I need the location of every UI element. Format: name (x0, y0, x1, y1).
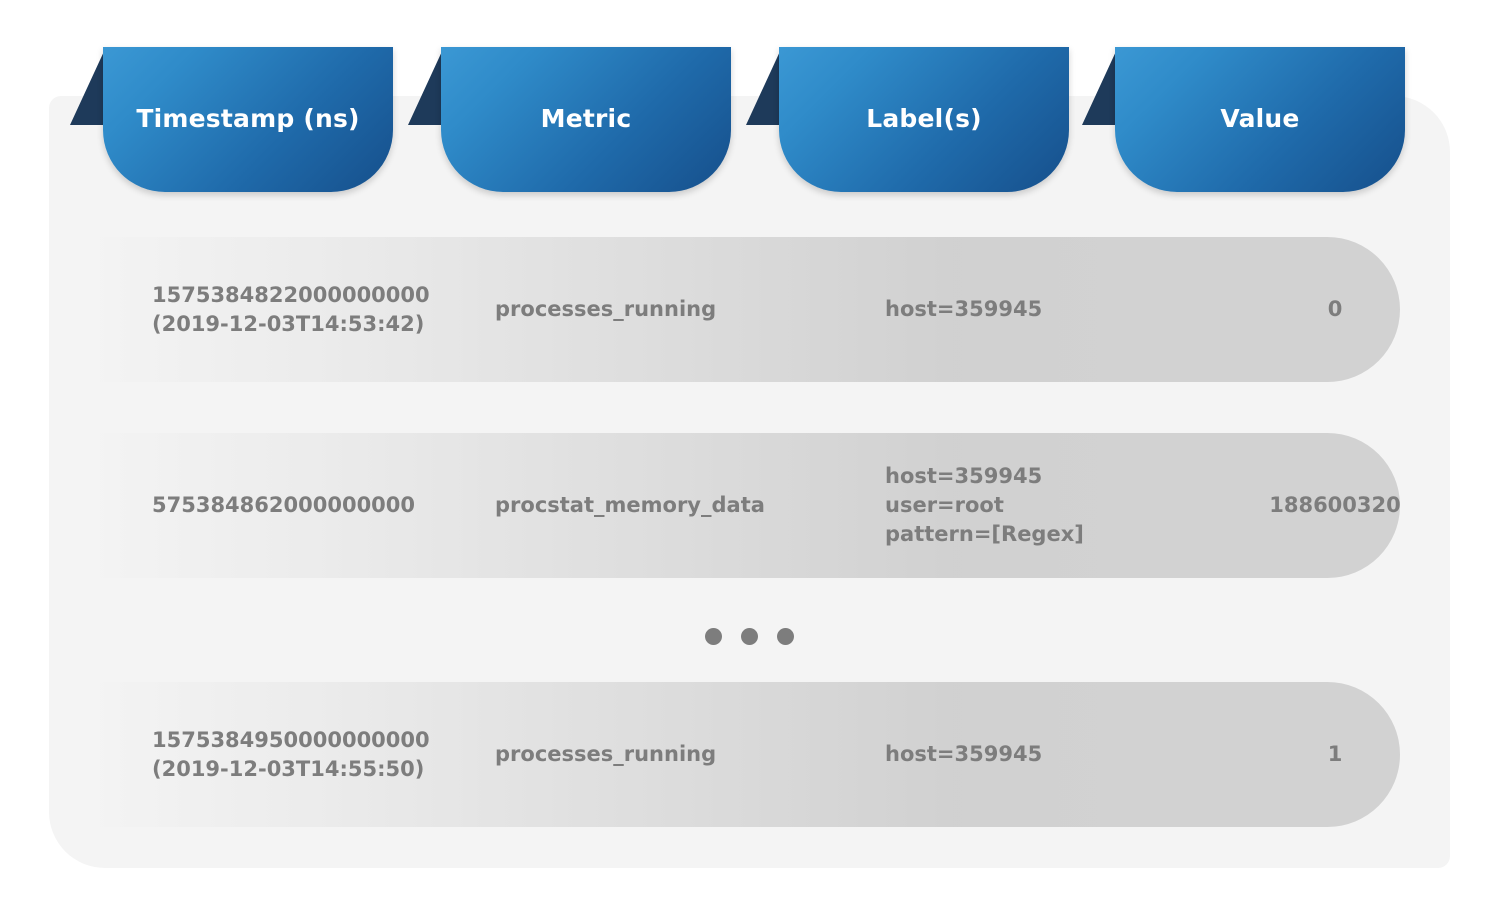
cell-labels: host=359945 (885, 742, 1043, 767)
cell-timestamp: 575384862000000000 (152, 493, 416, 518)
cell-labels: host=359945 (885, 297, 1043, 322)
column-header-metric[interactable]: Metric (441, 47, 731, 192)
cell-value: 1 (1327, 742, 1343, 767)
table-row[interactable]: 575384862000000000 procstat_memory_data … (85, 433, 1401, 578)
cell-value: 188600320 (1269, 493, 1401, 518)
cell-metric: processes_running (495, 742, 717, 767)
tab-fold-metric-icon (408, 47, 444, 125)
ellipsis-dot-icon (741, 627, 758, 645)
table-row[interactable]: 1575384822000000000 (2019-12-03T14:53:42… (85, 237, 1400, 382)
cell-metric: procstat_memory_data (495, 493, 765, 518)
column-header-value-label: Value (1220, 104, 1300, 133)
column-header-timestamp-label: Timestamp (ns) (136, 104, 360, 133)
cell-metric: processes_running (495, 297, 717, 322)
column-header-timestamp[interactable]: Timestamp (ns) (103, 47, 393, 192)
metrics-table-card: Timestamp (ns) Metric Label(s) Value 157… (49, 47, 1450, 868)
rows-omitted-ellipsis (49, 616, 1450, 656)
tab-fold-labels-icon (746, 47, 782, 125)
ellipsis-dot-icon (705, 627, 722, 645)
table-row[interactable]: 1575384950000000000 (2019-12-03T14:55:50… (85, 682, 1400, 827)
cell-timestamp: 1575384822000000000 (2019-12-03T14:53:42… (152, 282, 430, 336)
column-header-labels[interactable]: Label(s) (779, 47, 1069, 192)
column-header-metric-label: Metric (540, 104, 632, 133)
column-header-labels-label: Label(s) (866, 104, 982, 133)
tab-fold-value-icon (1082, 47, 1118, 125)
tab-fold-timestamp-icon (70, 47, 106, 125)
column-header-value[interactable]: Value (1115, 47, 1405, 192)
cell-timestamp: 1575384950000000000 (2019-12-03T14:55:50… (152, 727, 430, 781)
ellipsis-dot-icon (777, 627, 794, 645)
cell-labels: host=359945 user=root pattern=[Regex] (885, 464, 1084, 546)
cell-value: 0 (1327, 297, 1343, 322)
table-header-row: Timestamp (ns) Metric Label(s) Value (0, 0, 1500, 200)
